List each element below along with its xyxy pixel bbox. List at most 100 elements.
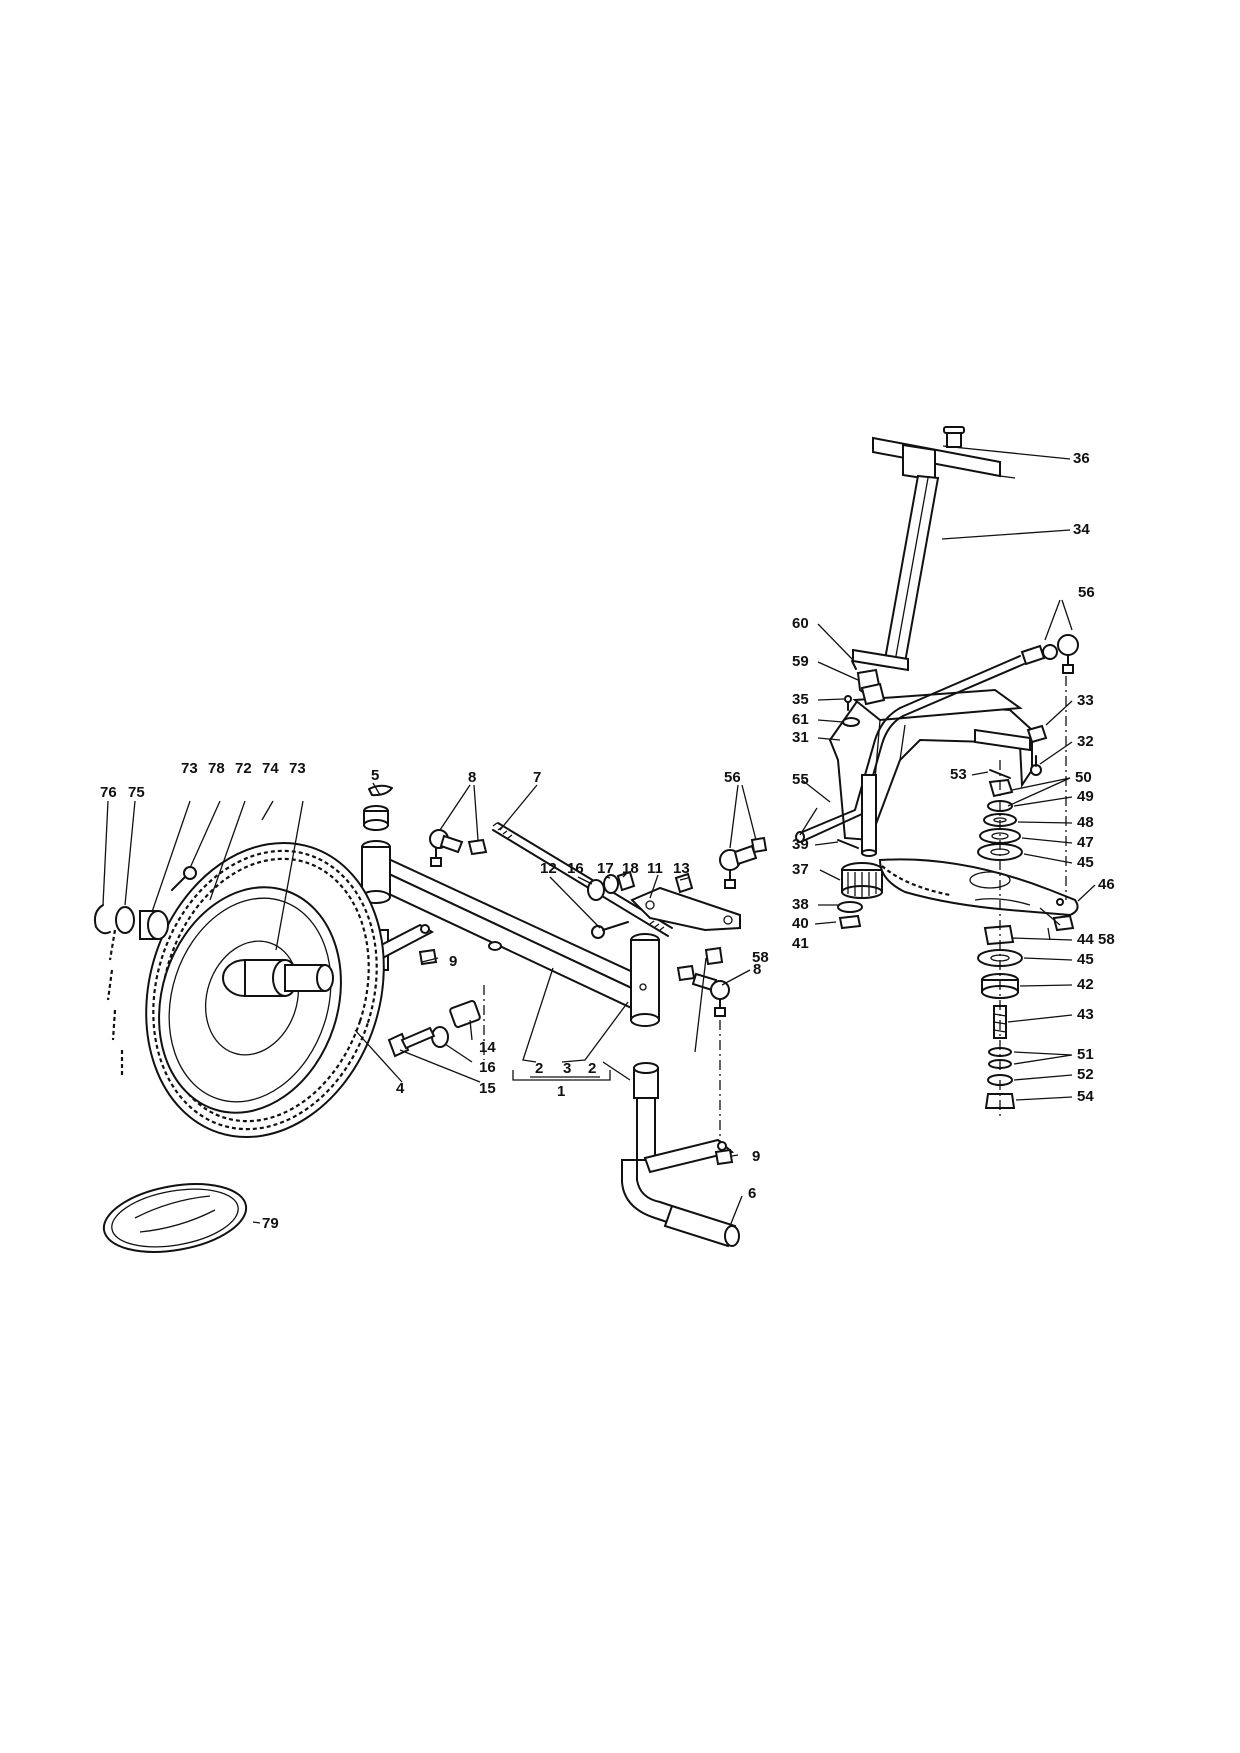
label-55: 55 [792,771,809,788]
washer-61 [842,717,860,727]
bolt-15 [387,1026,436,1058]
wheel-hub-73 [222,959,334,997]
steering-hub-36 [943,426,965,448]
nut-9-right [714,1148,734,1166]
steering-column-34 [852,436,1016,672]
bushing-73-left [139,910,169,940]
label-6: 6 [748,1185,756,1202]
nut-58-right [1052,914,1075,932]
label-8-right: 8 [753,961,761,978]
label-58-center: 58 [752,949,769,966]
label-2-b: 2 [588,1060,596,1077]
nut-33 [1026,724,1048,744]
label-34: 34 [1073,521,1090,538]
spindle-6 [621,1062,740,1248]
label-8-top: 8 [468,769,476,786]
valve-78 [171,866,197,891]
label-42: 42 [1077,976,1094,993]
ball-joint-56-upper [1020,634,1079,674]
label-45-upper: 45 [1077,854,1094,871]
label-3: 3 [563,1060,571,1077]
ball-joint-8-right [691,972,730,1017]
label-38: 38 [792,896,809,913]
callout-labels: 36 34 56 60 59 35 61 31 55 33 32 53 50 4… [100,450,1115,1232]
ball-joint-8-left [429,829,464,867]
front-axle-beam-1 [370,854,652,1014]
washer-16-upper [587,879,605,901]
washer-17 [603,874,619,894]
clip-41 [838,914,862,930]
label-14: 14 [479,1039,496,1056]
label-40: 40 [792,915,809,932]
pin-60 [851,660,857,670]
label-5: 5 [371,767,379,784]
nut-50 [988,778,1014,798]
label-76: 76 [100,784,117,801]
plate-79 [102,1183,248,1253]
nut-8-right [676,964,696,982]
label-41: 41 [792,935,809,952]
steering-shaft-37 [861,774,877,857]
label-36: 36 [1073,450,1090,467]
washer-40 [837,901,863,913]
label-46: 46 [1098,876,1115,893]
label-33: 33 [1077,692,1094,709]
label-52: 52 [1077,1066,1094,1083]
label-47: 47 [1077,834,1094,851]
label-50: 50 [1075,769,1092,786]
label-15: 15 [479,1080,496,1097]
label-18: 18 [622,860,639,877]
label-48: 48 [1077,814,1094,831]
label-9-left: 9 [449,953,457,970]
steering-bracket-31 [828,688,1033,842]
steering-arm-11 [630,886,741,932]
label-16-lower: 16 [479,1059,496,1076]
label-45-lower: 45 [1077,951,1094,968]
label-11: 11 [647,860,663,877]
pin-39 [837,839,859,849]
label-16-upper: 16 [567,860,584,877]
label-44: 44 [1077,931,1094,948]
pinion-38 [841,862,883,899]
label-61: 61 [792,711,809,728]
ball-joint-56-center [719,844,758,889]
label-72: 72 [235,760,252,777]
nut-58-center [704,946,724,966]
label-13: 13 [673,860,690,877]
label-54: 54 [1077,1088,1094,1105]
label-17: 17 [597,860,614,877]
nut-8-left [467,838,488,856]
label-39: 39 [792,836,809,853]
label-78: 78 [208,760,225,777]
label-53: 53 [950,766,967,783]
spacer-14 [449,1000,481,1028]
nut-44 [983,924,1015,946]
circlip-5 [368,784,393,797]
label-60: 60 [792,615,809,632]
label-73-left: 73 [181,760,198,777]
label-7: 7 [533,769,541,786]
bushing-5 [363,805,389,831]
label-12: 12 [540,860,557,877]
label-35: 35 [792,691,809,708]
bolt-32 [1030,755,1042,776]
drag-link-55 [795,655,1025,843]
label-32: 32 [1077,733,1094,750]
label-4: 4 [396,1080,405,1097]
rim-72 [158,886,342,1114]
label-73-right: 73 [289,760,306,777]
nut-56-center [750,836,768,854]
label-31: 31 [792,729,809,746]
pivot-tube-3-right [630,933,660,1027]
label-2-a: 2 [535,1060,543,1077]
label-9-right: 9 [752,1148,760,1165]
label-1: 1 [557,1083,565,1100]
label-56-center: 56 [724,769,741,786]
label-79: 79 [262,1215,279,1232]
sector-gear-46 [878,858,1079,917]
leader-lines [102,445,1096,1227]
label-58-right: 58 [1098,931,1115,948]
label-51: 51 [1077,1046,1094,1063]
label-59: 59 [792,653,809,670]
